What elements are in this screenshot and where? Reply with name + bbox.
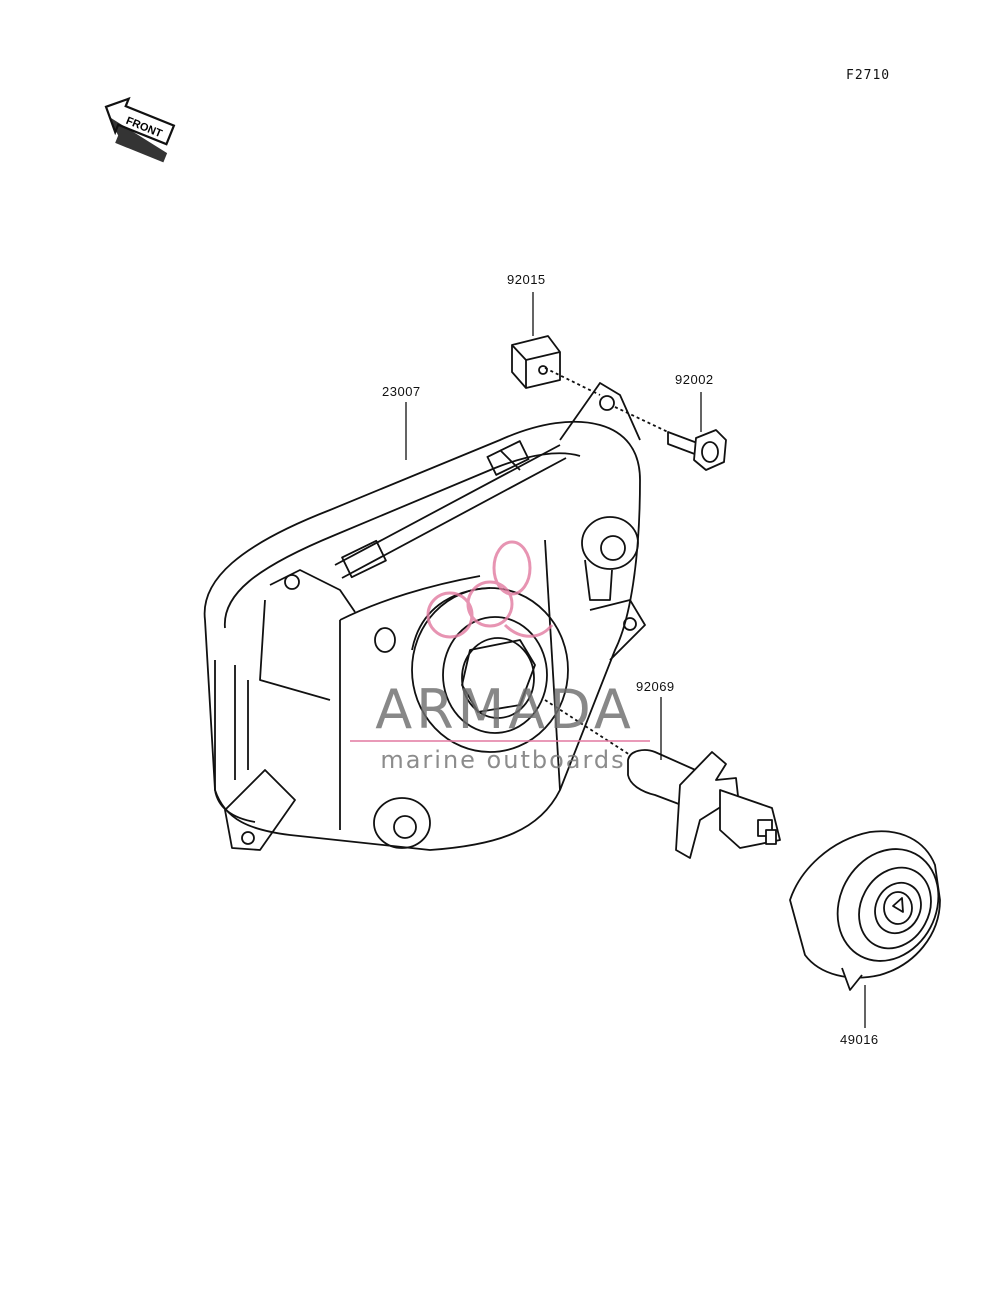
callout-23007: 23007: [382, 384, 421, 399]
watermark-brand: ARMADA: [375, 678, 635, 741]
callout-92069: 92069: [636, 679, 675, 694]
clip-nut-92015: [511, 335, 601, 396]
callout-49016: 49016: [840, 1032, 879, 1047]
watermark-logo-icon: [426, 540, 554, 639]
figure-code: F2710: [846, 68, 891, 83]
callout-92002: 92002: [675, 372, 714, 387]
watermark-divider: [350, 740, 650, 742]
dust-cover-49016: [789, 830, 941, 991]
headlight-housing: [203, 382, 646, 851]
callout-leaders: [405, 292, 866, 1028]
watermark-tagline: marine outboards: [380, 746, 626, 774]
callout-92015: 92015: [507, 272, 546, 287]
bolt-92002: [614, 406, 727, 471]
bulb-92069: [544, 699, 781, 859]
front-arrow-icon: FRONT: [104, 96, 176, 163]
